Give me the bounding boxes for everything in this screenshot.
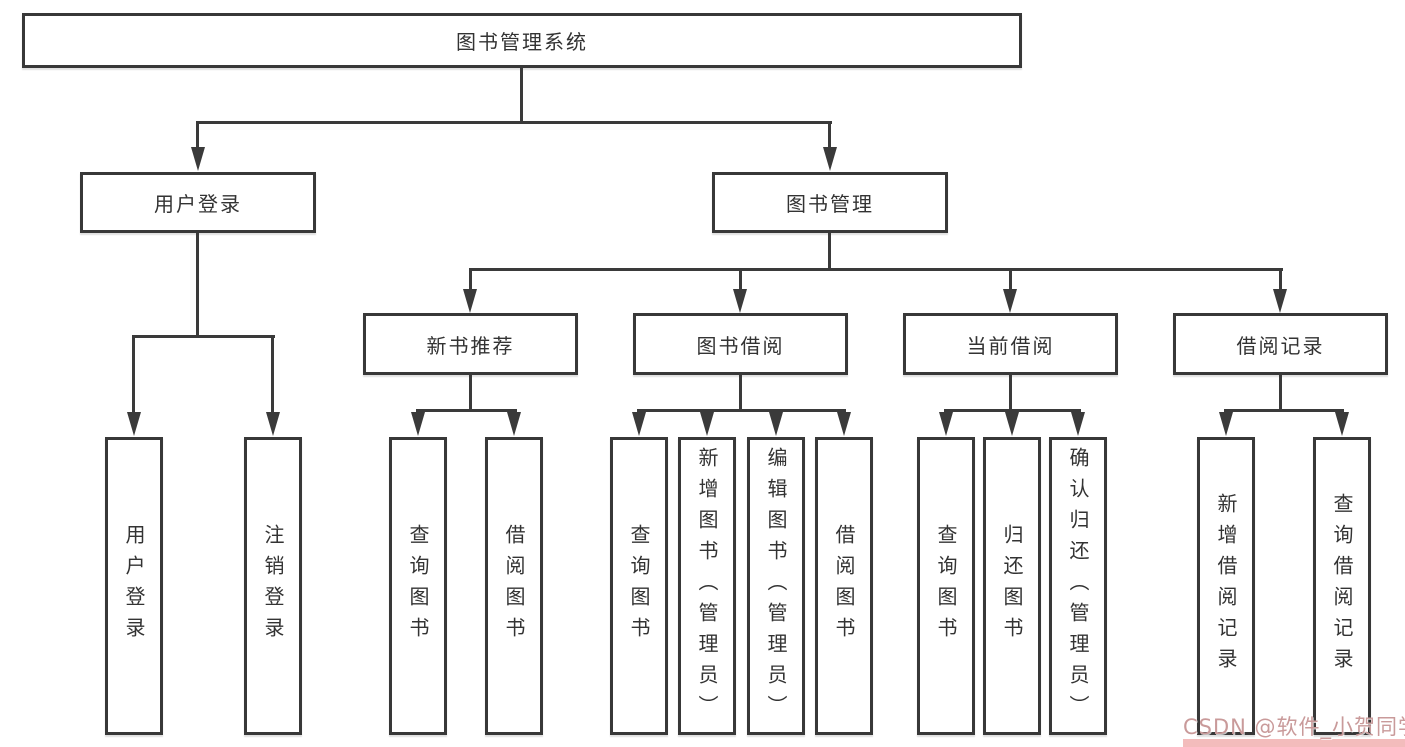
node-borrow-records-label: 借阅记录 <box>1236 333 1325 358</box>
connector-current-split <box>944 409 1081 412</box>
arrowhead-down-icon <box>1003 289 1017 313</box>
leaf-return-book: 归还图书 <box>983 437 1041 735</box>
node-new-book-recommend: 新书推荐 <box>363 313 578 375</box>
node-user-login: 用户登录 <box>80 172 316 233</box>
connector-root-to-book <box>828 121 831 149</box>
arrowhead-down-icon <box>507 412 521 436</box>
leaf-query-borrow-record-label: 查询借阅记录 <box>1330 493 1354 679</box>
connector-book-child1 <box>469 268 472 292</box>
leaf-confirm-return-admin-label: 确认归还（管理员） <box>1066 446 1090 726</box>
leaf-add-borrow-record-label: 新增借阅记录 <box>1214 493 1238 679</box>
leaf-add-book-admin: 新增图书（管理员） <box>678 437 736 735</box>
connector-book-stem <box>828 233 831 271</box>
arrowhead-down-icon <box>463 289 477 313</box>
leaf-logout: 注销登录 <box>244 437 302 735</box>
node-root-library-system: 图书管理系统 <box>22 13 1022 68</box>
leaf-add-borrow-record: 新增借阅记录 <box>1197 437 1255 735</box>
connector-user-stem <box>196 233 199 337</box>
leaf-add-book-admin-label: 新增图书（管理员） <box>695 446 719 726</box>
node-book-management: 图书管理 <box>712 172 948 233</box>
leaf-confirm-return-admin: 确认归还（管理员） <box>1049 437 1107 735</box>
leaf-query-book-recommend-label: 查询图书 <box>406 524 430 648</box>
connector-borrow-stem <box>739 375 742 412</box>
node-current-borrow-label: 当前借阅 <box>966 333 1055 358</box>
arrowhead-down-icon <box>939 412 953 436</box>
arrowhead-down-icon <box>837 412 851 436</box>
node-borrow-records: 借阅记录 <box>1173 313 1388 375</box>
arrowhead-down-icon <box>769 412 783 436</box>
connector-root-to-user <box>196 121 199 149</box>
arrowhead-down-icon <box>411 412 425 436</box>
leaf-query-book-current-label: 查询图书 <box>934 524 958 648</box>
connector-book-child3 <box>1009 268 1012 292</box>
arrowhead-down-icon <box>191 147 205 171</box>
connector-recommend-stem <box>469 375 472 412</box>
leaf-query-book-borrow-label: 查询图书 <box>627 524 651 648</box>
arrowhead-down-icon <box>1335 412 1349 436</box>
arrowhead-down-icon <box>1071 412 1085 436</box>
node-book-management-label: 图书管理 <box>786 192 874 216</box>
node-user-login-label: 用户登录 <box>154 192 242 216</box>
connector-records-split <box>1224 409 1344 412</box>
arrowhead-down-icon <box>733 289 747 313</box>
connector-book-split <box>469 268 1283 271</box>
arrowhead-down-icon <box>1005 412 1019 436</box>
arrowhead-down-icon <box>266 412 280 436</box>
leaf-edit-book-admin: 编辑图书（管理员） <box>747 437 805 735</box>
leaf-query-borrow-record: 查询借阅记录 <box>1313 437 1371 735</box>
arrowhead-down-icon <box>1273 289 1287 313</box>
leaf-edit-book-admin-label: 编辑图书（管理员） <box>764 446 788 726</box>
node-book-borrow: 图书借阅 <box>633 313 848 375</box>
leaf-logout-label: 注销登录 <box>261 524 285 648</box>
connector-current-stem <box>1009 375 1012 412</box>
leaf-borrow-book-label: 借阅图书 <box>832 524 856 648</box>
connector-book-child2 <box>739 268 742 292</box>
arrowhead-down-icon <box>1219 412 1233 436</box>
arrowhead-down-icon <box>823 147 837 171</box>
watermark-text: CSDN @软件_小贺同学 <box>1183 715 1405 739</box>
leaf-user-login-label: 用户登录 <box>122 524 146 648</box>
connector-root-split <box>196 121 832 124</box>
leaf-borrow-book-recommend: 借阅图书 <box>485 437 543 735</box>
connector-user-child1 <box>132 335 135 414</box>
arrowhead-down-icon <box>127 412 141 436</box>
leaf-query-book-borrow: 查询图书 <box>610 437 668 735</box>
leaf-query-book-recommend: 查询图书 <box>389 437 447 735</box>
watermark-underline <box>1183 739 1405 747</box>
arrowhead-down-icon <box>700 412 714 436</box>
node-book-borrow-label: 图书借阅 <box>696 333 785 358</box>
leaf-borrow-book: 借阅图书 <box>815 437 873 735</box>
connector-recommend-split <box>416 409 517 412</box>
connector-user-split <box>132 335 275 338</box>
leaf-query-book-current: 查询图书 <box>917 437 975 735</box>
arrowhead-down-icon <box>632 412 646 436</box>
leaf-user-login: 用户登录 <box>105 437 163 735</box>
connector-root-stem <box>520 68 523 123</box>
connector-book-child4 <box>1279 268 1282 292</box>
leaf-return-book-label: 归还图书 <box>1000 524 1024 648</box>
connector-user-child2 <box>271 335 274 414</box>
node-new-book-recommend-label: 新书推荐 <box>426 333 515 358</box>
node-root-label: 图书管理系统 <box>456 30 588 54</box>
node-current-borrow: 当前借阅 <box>903 313 1118 375</box>
connector-borrow-split <box>637 409 846 412</box>
leaf-borrow-book-recommend-label: 借阅图书 <box>502 524 526 648</box>
connector-records-stem <box>1279 375 1282 412</box>
